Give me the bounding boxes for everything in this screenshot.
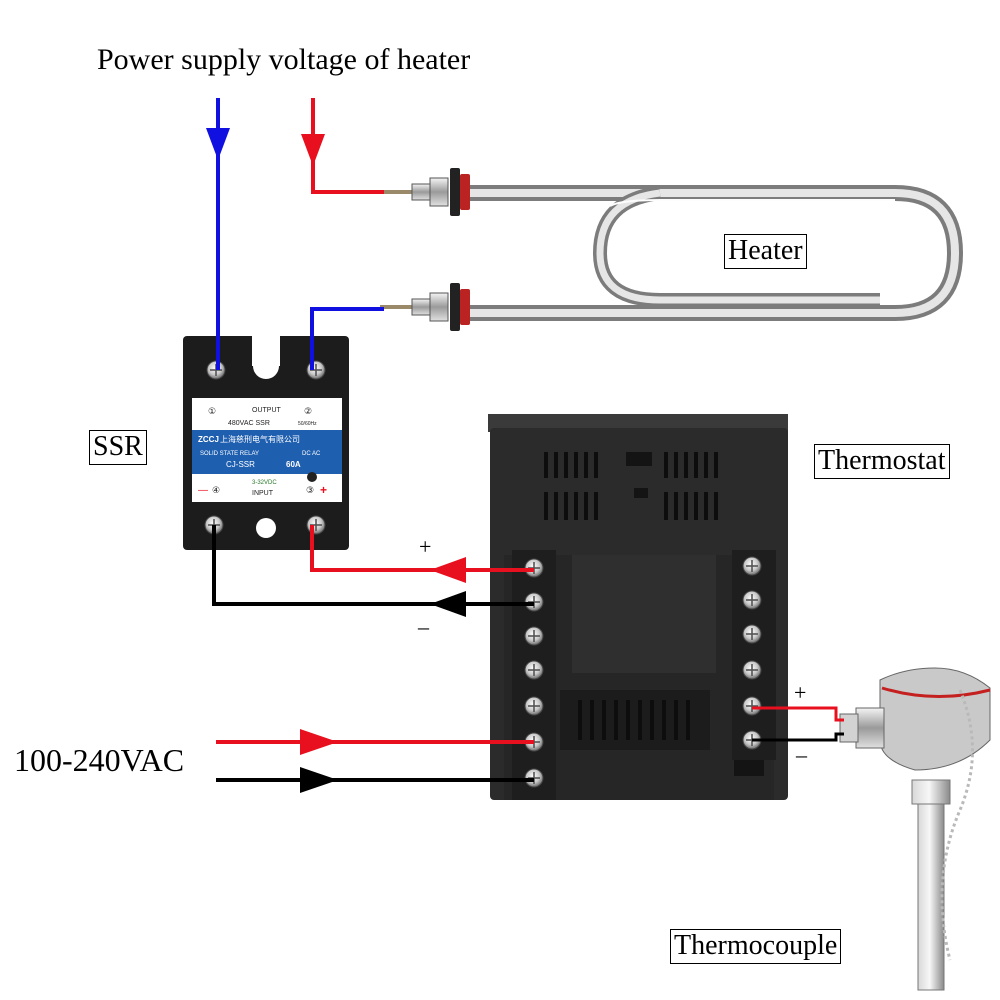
ssr-terminal-4: ④: [212, 485, 220, 495]
ssr-input-label: INPUT: [252, 490, 274, 497]
supply-voltage-label: 100-240VAC: [14, 742, 185, 778]
thermostat-label: Thermostat: [814, 444, 950, 479]
arrow-icon: [206, 128, 466, 793]
diagram-title: Power supply voltage of heater: [97, 43, 471, 76]
vent-slots: [544, 452, 718, 740]
ssr-rating: 480VAC SSR: [228, 420, 270, 427]
ssr-device: ① ② OUTPUT 480VAC SSR 50/60Hz ZCCJ 上海慈刑电…: [183, 336, 349, 550]
ssr-terminal-3: ③: [306, 485, 314, 495]
terminal-screw-icon: [306, 360, 326, 380]
ssr-current: 60A: [286, 460, 301, 469]
thermocouple-plus-sign: +: [794, 680, 807, 705]
thermostat-device: [488, 414, 788, 800]
ssr-frequency: 50/60Hz: [298, 421, 317, 427]
ssr-plus-sign: +: [419, 534, 432, 559]
ssr-mode: DC AC: [302, 451, 321, 457]
ssr-minus-sign: –: [418, 614, 429, 639]
thermocouple-minus-sign: –: [796, 742, 807, 767]
ssr-terminal-1: ①: [208, 406, 216, 416]
ssr-input-range: 3-32VDC: [252, 480, 277, 486]
heater-element: [380, 168, 964, 331]
thermocouple-label: Thermocouple: [670, 929, 842, 964]
terminal-screw-icon: [306, 515, 326, 535]
ssr-minus: —: [198, 485, 208, 496]
thermocouple-probe: [839, 667, 991, 991]
ssr-brand: ZCCJ: [198, 435, 219, 444]
ssr-label: SSR: [89, 430, 147, 465]
ssr-plus: +: [320, 483, 327, 497]
ssr-model: CJ-SSR: [226, 460, 255, 469]
ssr-output-label: OUTPUT: [252, 407, 282, 414]
ssr-terminal-2: ②: [304, 406, 312, 416]
heater-label: Heater: [724, 234, 807, 269]
ssr-type: SOLID STATE RELAY: [200, 451, 259, 457]
ssr-maker: 上海慈刑电气有限公司: [220, 434, 300, 444]
